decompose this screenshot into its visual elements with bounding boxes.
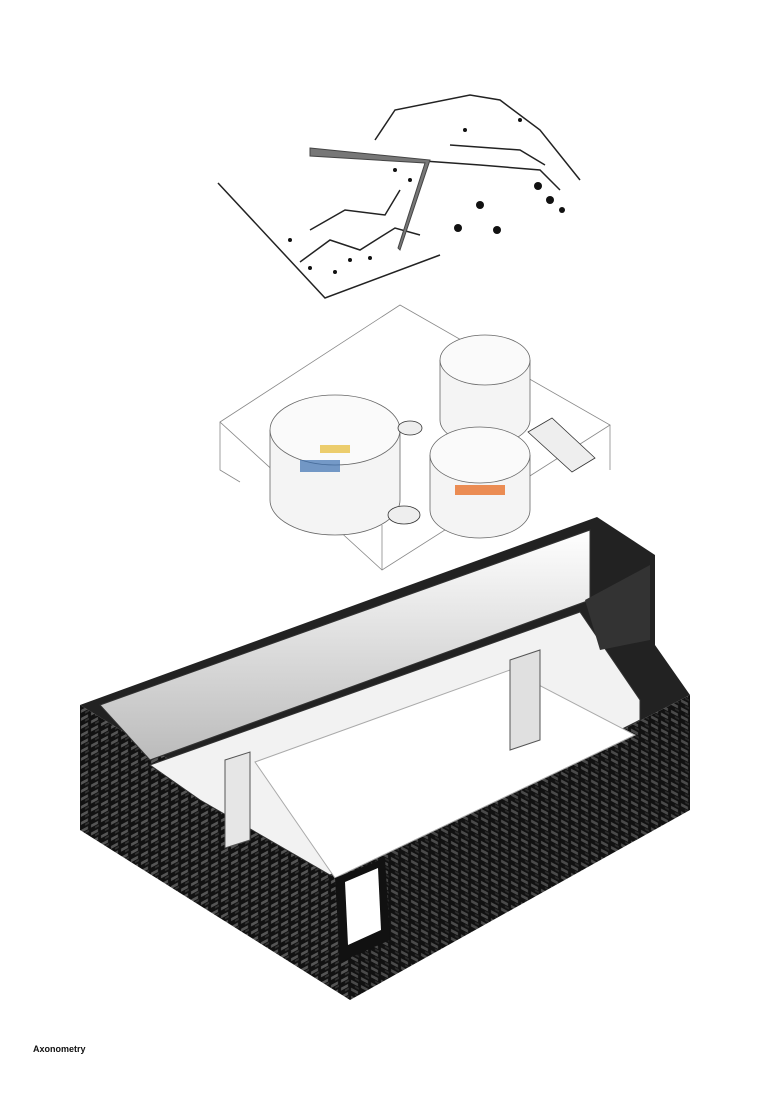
entrance-portal bbox=[335, 858, 390, 962]
pavilion-top-right bbox=[439, 334, 531, 446]
building-shell bbox=[80, 517, 690, 1000]
pavilion-left bbox=[269, 394, 401, 536]
lighting-track-layer bbox=[217, 94, 581, 299]
drawing-caption: Axonometry bbox=[33, 1044, 86, 1054]
furniture-partition-layer bbox=[219, 304, 611, 571]
meeting-tables bbox=[387, 417, 596, 525]
pavilion-bottom-right bbox=[429, 426, 531, 539]
